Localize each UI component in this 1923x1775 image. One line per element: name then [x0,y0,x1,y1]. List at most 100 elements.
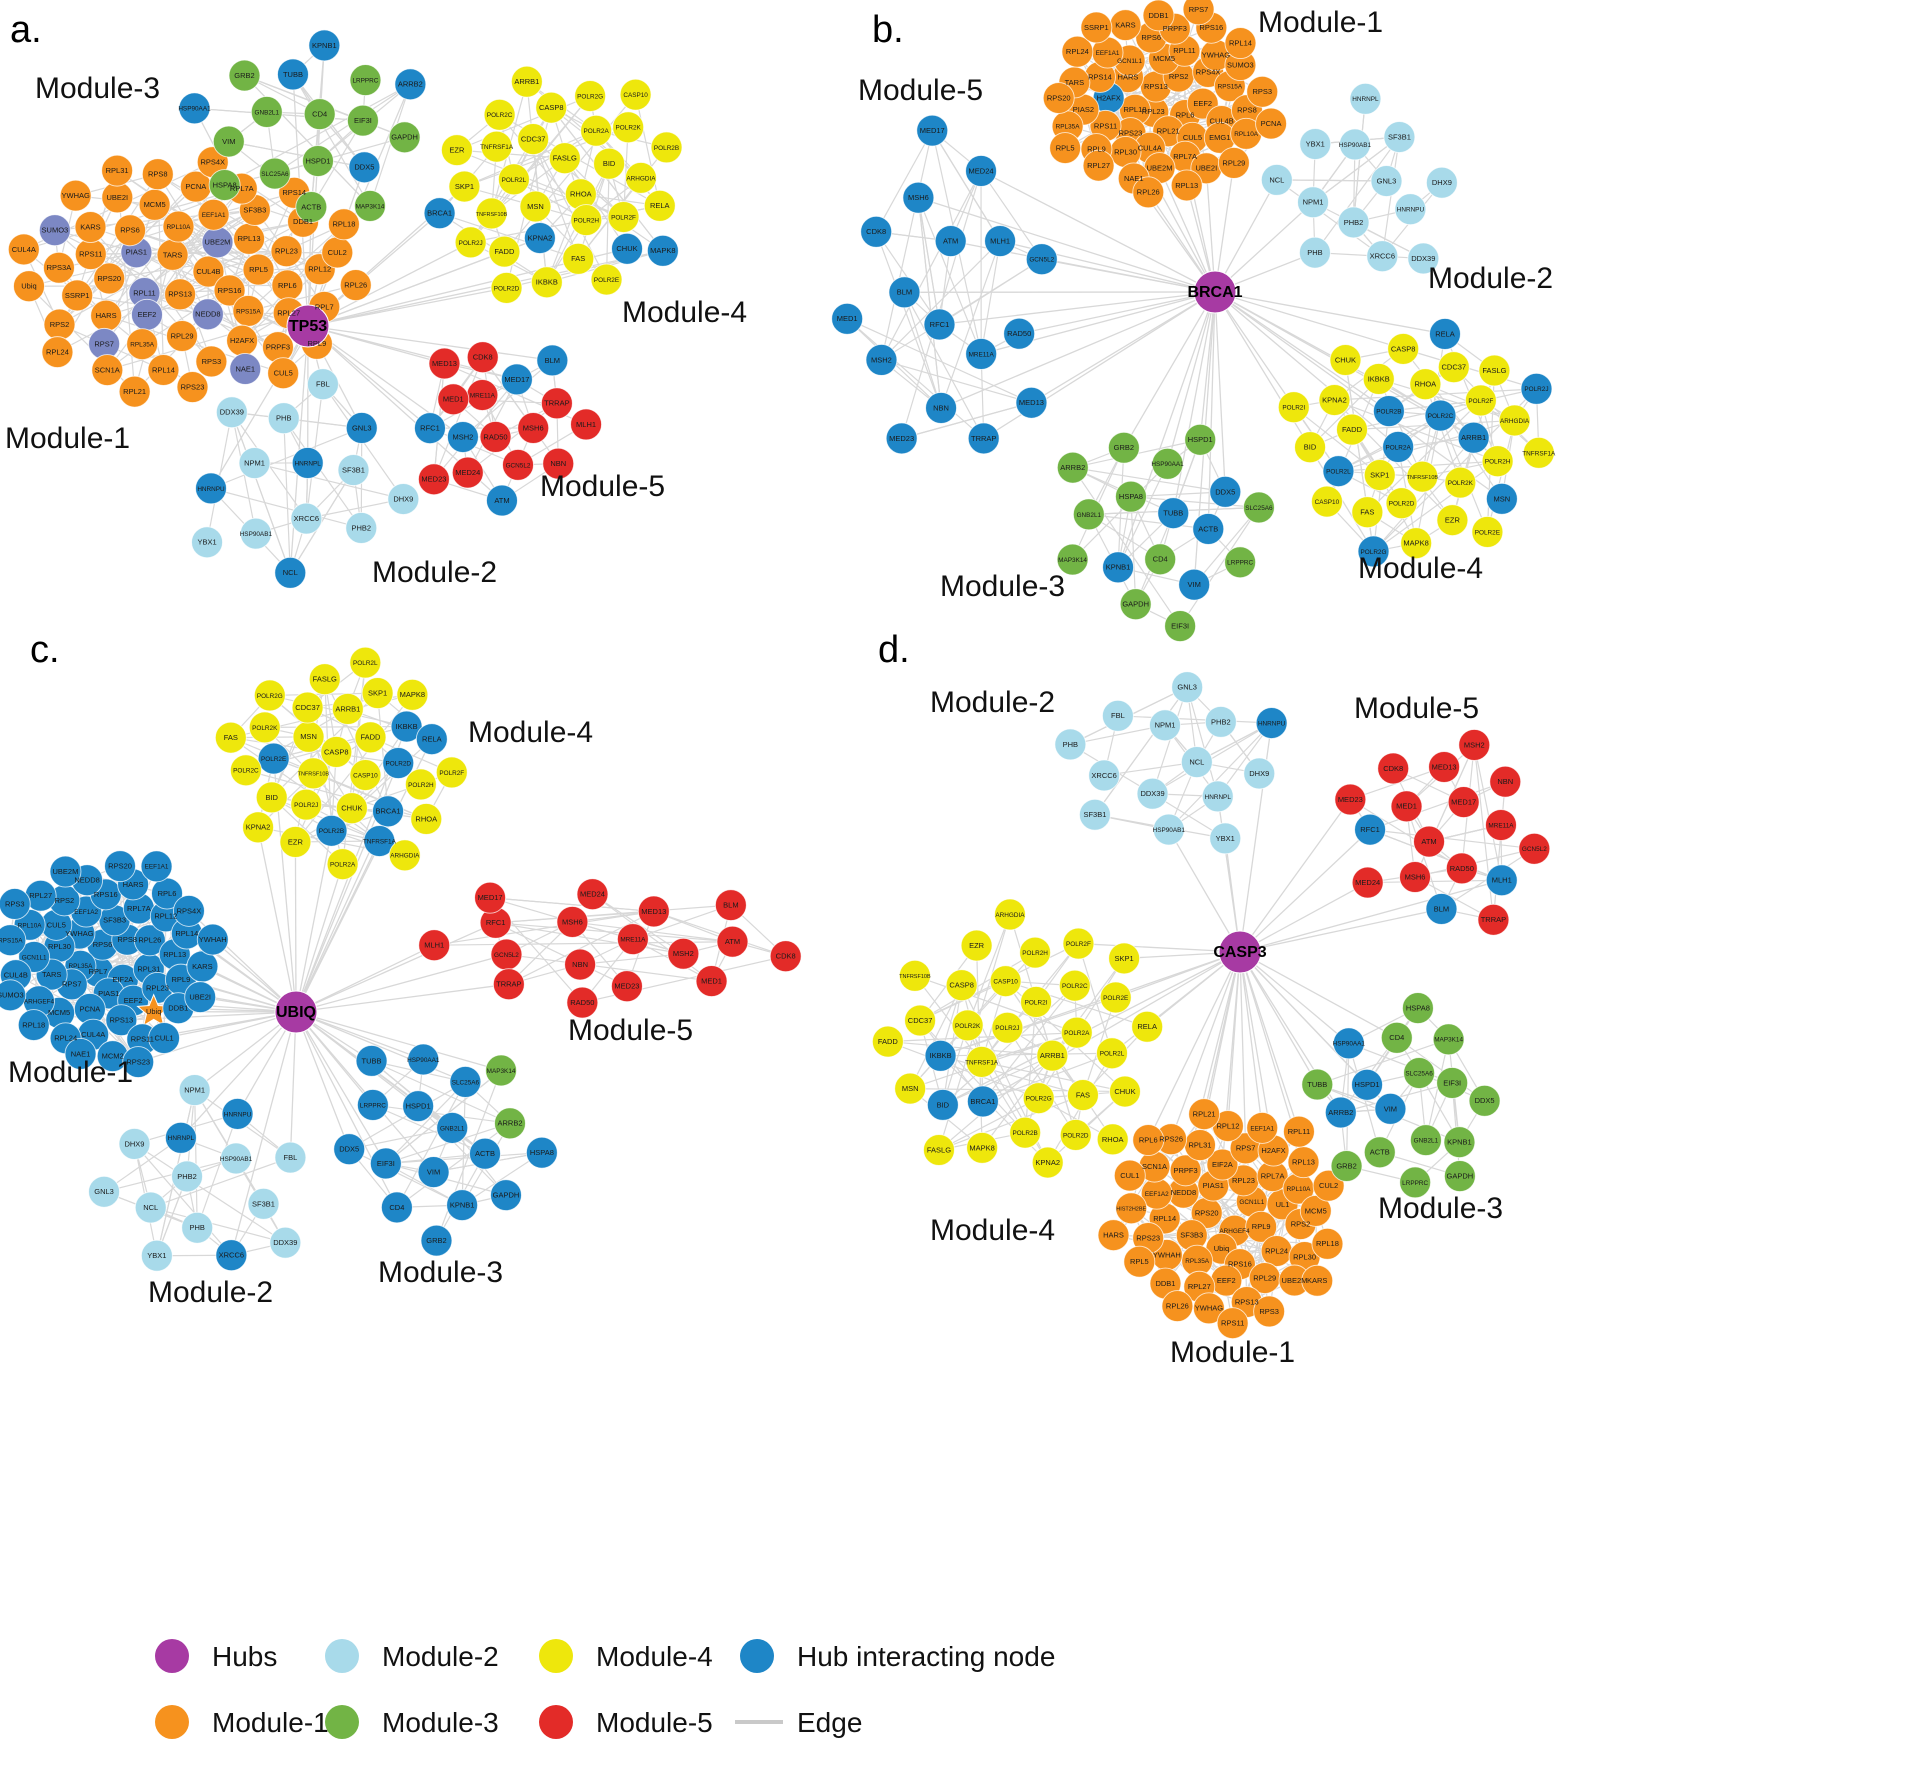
edge [881,240,1001,361]
node-label: NAE1 [235,364,255,373]
network-node [1061,35,1094,68]
node-label: EZR [969,941,985,950]
node-label: POLR2F [1468,398,1493,405]
hub-label: UBIQ [276,1004,316,1021]
node-label: KPNB1 [312,41,337,50]
node-label: MED17 [504,375,529,384]
network-node [1413,825,1446,858]
node-label: EEF1A1 [1250,1125,1274,1132]
network-node [1372,395,1405,428]
edge [1314,136,1400,254]
hub-edge [307,250,664,327]
network-node [1382,430,1415,463]
network-node [865,343,898,376]
network-node [1310,485,1343,518]
panel-d-labels: NCLDDX39NPM1HNRNPLXRCC6PHB2HSP90AB1FBLDH… [878,629,1547,1369]
node-label: POLR2I [1282,405,1305,412]
node-label: RPL10A [18,922,43,929]
hub-edge [295,863,344,1013]
network-node [446,421,479,453]
node-label: POLR2J [459,240,483,247]
network-node [1157,497,1190,530]
node-label: YWHAH [1153,1250,1181,1259]
node-label: IKBKB [1368,374,1390,383]
node-label: RPS3A [47,263,72,272]
legend-swatch-hub-interacting-node [740,1639,774,1673]
node-label: Ubiq [146,1007,161,1016]
node-label: BLM [897,288,912,297]
node-label: POLR2B [319,828,344,835]
node-label: DHX9 [393,494,413,503]
node-label: VIM [1188,580,1201,589]
node-label: GCN1L1 [22,954,47,961]
node-label: EEF2 [138,310,157,319]
module-label: Module-5 [540,470,665,503]
edge [134,1143,232,1256]
hub-edge [295,922,496,1013]
node-label: ARRB2 [1328,1108,1353,1117]
edge [456,95,591,151]
network-node [388,839,421,872]
node-label: POLR2J [294,802,318,809]
node-label: POLR2K [252,725,278,732]
node-label: CUL4B [196,267,220,276]
edge [1186,687,1219,797]
node-label: VIM [427,1167,440,1176]
network-node [1428,751,1461,783]
network-node [213,274,246,307]
module-label: Module-5 [568,1014,693,1047]
node-label: RHOA [1102,1135,1124,1144]
network-node [396,678,429,711]
node-label: TNFRSF10B [476,212,508,218]
edge [1309,378,1380,448]
network-node [333,1133,366,1166]
node-label: SUMO3 [1227,61,1254,70]
node-label: RPL12 [308,265,331,274]
edge [349,1127,453,1150]
hub-edge [918,197,1216,293]
network-node [1374,1092,1407,1125]
node-label: ARRB1 [335,704,360,713]
edge [1317,1038,1449,1086]
node-label: HIST2H2BE [1116,1207,1146,1213]
network-node [380,1191,413,1224]
edge [372,1104,511,1124]
network-node [1049,132,1082,164]
network-node [1209,822,1242,855]
legend-swatch-module-3 [325,1705,359,1739]
panel-letter: a. [10,9,42,51]
node-label: BRCA1 [427,209,452,218]
node-label: RPL21 [1157,127,1180,136]
node-label: ATM [943,236,958,245]
hub-edge [295,953,507,1013]
edge [887,1041,1039,1099]
network-node [354,190,386,222]
node-label: CD4 [1389,1033,1404,1042]
legend-swatch-module-1 [155,1705,189,1739]
network-node [1387,332,1420,365]
node-label: GNB2L1 [1414,1138,1439,1145]
node-label: RPS3 [1259,1307,1279,1316]
node-label: RPS20 [1047,93,1071,102]
network-node [1060,1016,1093,1049]
hub-edge [1239,951,1263,1128]
network-node [302,145,334,177]
node-label: RPS20 [108,862,132,871]
hub-edge [1123,291,1216,449]
node-label: MAPK8 [969,1143,994,1152]
edge [572,921,733,943]
node-label: GNB2L1 [255,109,280,116]
legend-swatch-module-4 [539,1639,573,1673]
network-node [916,114,949,147]
edge [462,359,553,438]
network-node [38,214,71,247]
node-label: POLR2H [1485,459,1511,466]
edge [464,130,597,188]
node-label: MCM2 [102,1052,124,1061]
network-node [612,111,645,144]
network-node [885,422,918,455]
node-label: PHB2 [1211,717,1231,726]
network-node [414,412,446,445]
